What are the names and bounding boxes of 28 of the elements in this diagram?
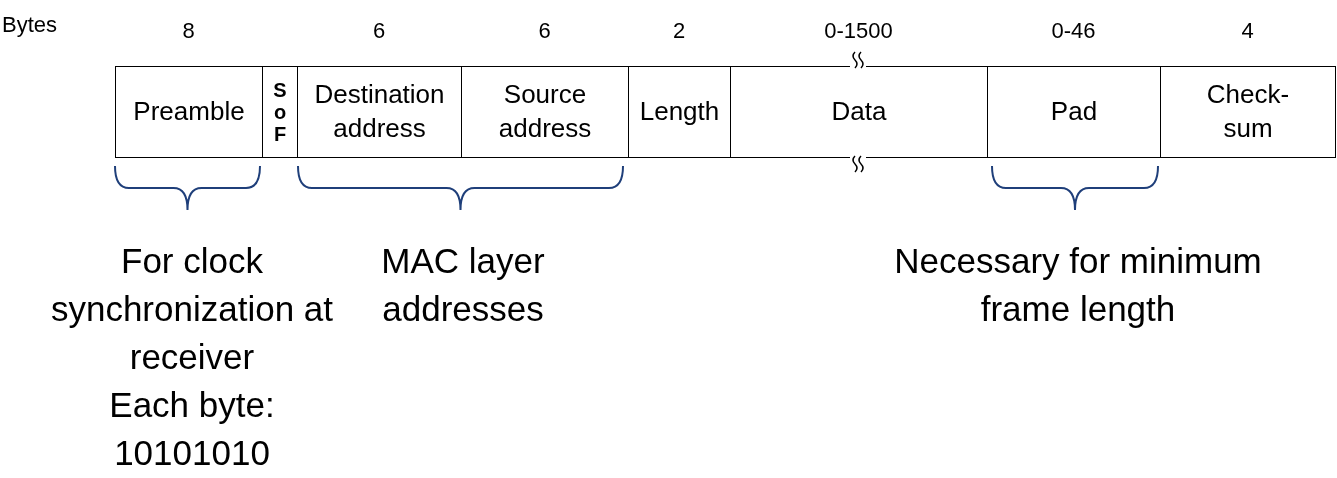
- field-label: Preamble: [133, 95, 245, 129]
- field-label: Data: [831, 95, 887, 129]
- byte-count: 6: [537, 20, 552, 42]
- annotation-text: Necessary for minimum frame length: [893, 240, 1263, 330]
- byte-count: 4: [1240, 20, 1255, 42]
- annotation-text: MAC layer addresses: [380, 240, 546, 330]
- frame-field: [987, 66, 1161, 158]
- row-heading: Bytes: [2, 14, 59, 36]
- field-label: Pad: [1050, 95, 1098, 129]
- byte-count: 6: [371, 20, 387, 42]
- frame-field: [730, 66, 988, 158]
- annotation-text: Each byte: 10101010: [108, 384, 276, 474]
- frame-field: [1160, 66, 1336, 158]
- frame-field: [461, 66, 629, 158]
- byte-count: 8: [181, 20, 196, 42]
- field-label: Source address: [497, 78, 593, 145]
- field-label: Destination address: [313, 78, 446, 145]
- byte-count: 2: [671, 20, 687, 42]
- byte-count: 0-46: [1050, 20, 1097, 42]
- field-label: SoF: [272, 79, 288, 145]
- byte-count: 0-1500: [823, 20, 894, 42]
- field-label: Check- sum: [1205, 78, 1291, 145]
- frame-field: [115, 66, 263, 158]
- frame-field: [262, 66, 298, 158]
- annotation-text: For clock synchronization at receiver: [49, 240, 335, 378]
- frame-field: [297, 66, 462, 158]
- field-label: Length: [639, 95, 720, 129]
- frame-field: [628, 66, 731, 158]
